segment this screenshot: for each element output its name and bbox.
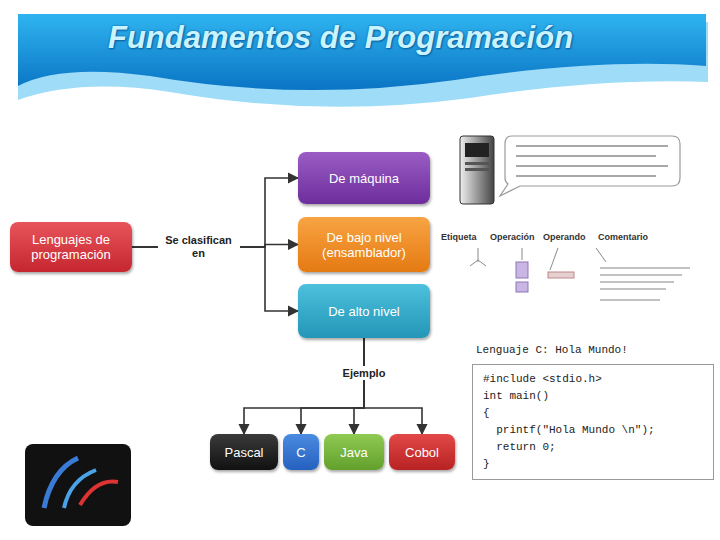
code-line: printf("Hola Mundo \n"); (483, 422, 703, 439)
category-box: De alto nivel (298, 284, 430, 338)
box-label: De bajo nivel (ensamblador) (306, 230, 422, 260)
column-heading: Comentario (598, 232, 648, 242)
box-label: C (296, 445, 305, 460)
speech-bubble (500, 136, 680, 196)
column-heading: Operación (490, 232, 535, 242)
edge-label: Se clasifican en (158, 233, 240, 260)
banner-wave (18, 14, 706, 90)
assembler-figure (470, 248, 690, 300)
code-line: #include <stdio.h> (483, 371, 703, 388)
column-heading: Etiqueta (441, 232, 477, 242)
column-heading: Operando (543, 232, 586, 242)
category-box: De bajo nivel (ensamblador) (298, 217, 430, 272)
connector (301, 338, 364, 434)
connector (364, 338, 422, 434)
connector (354, 338, 364, 434)
box-label: Java (340, 445, 367, 460)
example-box: Cobol (389, 434, 455, 470)
example-box: Pascal (210, 434, 278, 470)
code-line: int main() (483, 388, 703, 405)
connector (244, 338, 364, 434)
box-label: Lenguajes de programación (18, 232, 124, 262)
computer-icon (460, 136, 494, 204)
example-box: C (283, 434, 319, 470)
example-box: Java (324, 434, 384, 470)
code-line: } (483, 456, 703, 473)
box-label: De máquina (329, 171, 399, 186)
code-box: Lenguaje C: Hola Mundo!#include <stdio.h… (472, 344, 714, 480)
code-frame: #include <stdio.h>int main(){ printf("Ho… (472, 364, 714, 480)
box-label: Cobol (405, 445, 439, 460)
code-line: return 0; (483, 439, 703, 456)
category-box: Lenguajes de programación (10, 222, 132, 272)
box-label: Pascal (224, 445, 263, 460)
code-line: { (483, 405, 703, 422)
category-box: De máquina (298, 152, 430, 204)
page-title: Fundamentos de Programación (108, 20, 573, 56)
logo (25, 444, 131, 526)
box-label: De alto nivel (328, 304, 400, 319)
edge-label: Ejemplo (340, 366, 389, 381)
code-heading: Lenguaje C: Hola Mundo! (472, 344, 714, 364)
